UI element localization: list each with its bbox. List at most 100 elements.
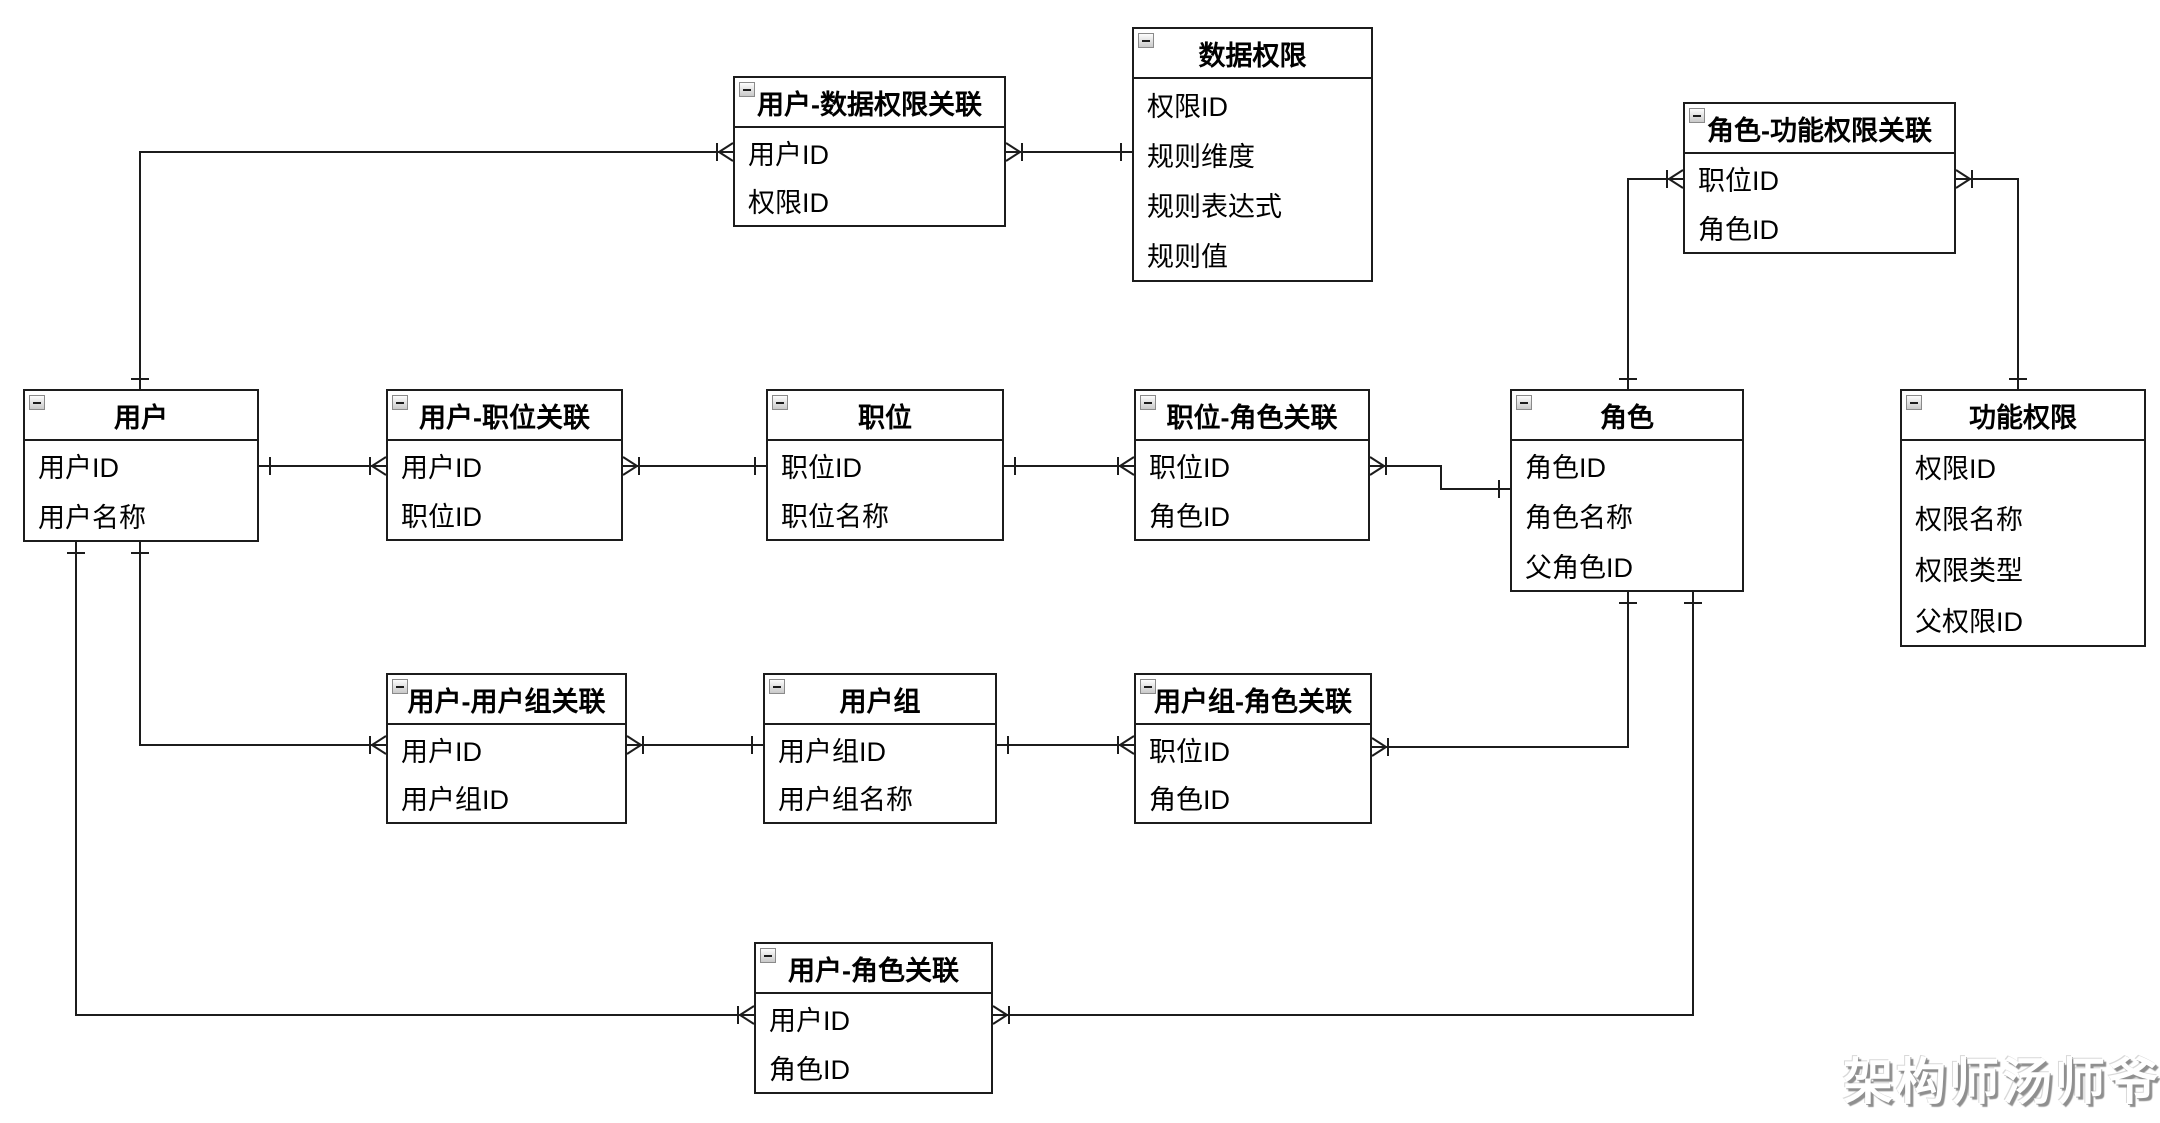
crow-foot-marker — [622, 456, 638, 467]
crow-foot-marker — [371, 744, 387, 755]
minus-glyph — [33, 401, 41, 404]
minus-glyph — [1910, 401, 1918, 404]
crow-foot-marker — [1005, 151, 1021, 162]
entity-header: 角色-功能权限关联 — [1685, 104, 1954, 154]
entity-role-funcperm-link[interactable]: 角色-功能权限关联职位ID 角色ID — [1683, 102, 1956, 254]
crow-foot-marker — [1369, 456, 1385, 467]
watermark-text: 架构师汤师爷 — [1843, 1054, 2160, 1110]
crow-foot-marker — [1005, 142, 1021, 153]
crow-foot-marker — [1119, 744, 1135, 755]
crow-foot-marker — [1955, 178, 1971, 189]
entity-title: 角色-功能权限关联 — [1707, 115, 1932, 146]
collapse-minus-icon[interactable] — [1516, 395, 1532, 410]
crow-foot-marker — [1371, 737, 1387, 748]
crow-foot-marker — [739, 1005, 755, 1016]
minus-glyph — [764, 954, 772, 957]
collapse-minus-icon[interactable] — [392, 679, 408, 694]
entity-field: 角色ID — [1525, 453, 1606, 484]
entity-field: 角色ID — [1149, 502, 1230, 532]
collapse-minus-icon[interactable] — [772, 395, 788, 410]
entity-title: 用户-用户组关联 — [407, 686, 606, 717]
entity-position[interactable]: 职位职位ID 职位名称 — [766, 389, 1004, 541]
relationship-line-usergroup-role-link--role — [1372, 592, 1629, 748]
entity-title: 用户-数据权限关联 — [757, 89, 982, 120]
entity-fields: 用户ID 用户名称 — [25, 441, 257, 540]
entity-header: 用户-角色关联 — [756, 944, 991, 994]
minus-glyph — [1693, 114, 1701, 117]
collapse-minus-icon[interactable] — [760, 948, 776, 963]
entity-field: 职位ID — [1698, 166, 1779, 196]
crow-foot-marker — [718, 151, 734, 162]
entity-field: 角色ID — [769, 1055, 850, 1085]
entity-header: 职位-角色关联 — [1136, 391, 1368, 441]
crow-foot-marker — [622, 465, 638, 476]
entity-title: 用户 — [114, 402, 168, 433]
crow-foot-marker — [371, 735, 387, 746]
entity-field: 用户ID — [38, 453, 119, 484]
entity-title: 角色 — [1600, 402, 1654, 433]
entity-field: 角色ID — [1698, 215, 1779, 245]
entity-field: 用户ID — [401, 736, 482, 767]
collapse-minus-icon[interactable] — [1140, 395, 1156, 410]
entity-field: 规则值 — [1147, 242, 1228, 273]
crow-foot-marker — [992, 1014, 1008, 1025]
crow-foot-marker — [371, 465, 387, 476]
crow-foot-marker — [718, 142, 734, 153]
entity-field: 权限ID — [1147, 91, 1228, 122]
crow-foot-marker — [626, 744, 642, 755]
collapse-minus-icon[interactable] — [1906, 395, 1922, 410]
entity-title: 用户-职位关联 — [419, 402, 590, 433]
collapse-minus-icon[interactable] — [739, 82, 755, 97]
minus-glyph — [1520, 401, 1528, 404]
crow-foot-marker — [1119, 456, 1135, 467]
crow-foot-marker — [371, 456, 387, 467]
collapse-minus-icon[interactable] — [1689, 108, 1705, 123]
entity-header: 用户组-角色关联 — [1136, 675, 1370, 725]
collapse-minus-icon[interactable] — [392, 395, 408, 410]
entity-field: 职位ID — [781, 453, 862, 483]
entity-header: 角色 — [1512, 391, 1742, 441]
collapse-minus-icon[interactable] — [29, 395, 45, 410]
crow-foot-marker — [1119, 735, 1135, 746]
crow-foot-marker — [1119, 465, 1135, 476]
crow-foot-marker — [626, 735, 642, 746]
entity-field: 用户组名称 — [778, 785, 913, 816]
minus-glyph — [1144, 685, 1152, 688]
entity-title: 职位 — [858, 402, 912, 433]
collapse-minus-icon[interactable] — [1138, 33, 1154, 48]
minus-glyph — [743, 88, 751, 91]
entity-field: 职位名称 — [781, 502, 889, 532]
crow-foot-marker — [1955, 169, 1971, 180]
entity-user-role-link[interactable]: 用户-角色关联用户ID 角色ID — [754, 942, 993, 1094]
entity-field: 用户名称 — [38, 502, 146, 533]
entity-field: 用户ID — [769, 1006, 850, 1036]
entity-title: 用户组-角色关联 — [1154, 686, 1352, 717]
collapse-minus-icon[interactable] — [769, 679, 785, 694]
entity-fields: 职位ID 角色ID — [1685, 154, 1954, 252]
crow-foot-marker — [739, 1014, 755, 1025]
entity-fields: 职位ID 职位名称 — [768, 441, 1002, 539]
entity-header: 职位 — [768, 391, 1002, 441]
entity-field: 权限ID — [1915, 454, 1996, 484]
collapse-minus-icon[interactable] — [1140, 679, 1156, 694]
entity-field: 职位ID — [401, 502, 482, 532]
entity-user[interactable]: 用户用户ID 用户名称 — [23, 389, 259, 542]
minus-glyph — [396, 401, 404, 404]
relationship-line-role-funcperm-link--role — [1627, 178, 1683, 389]
